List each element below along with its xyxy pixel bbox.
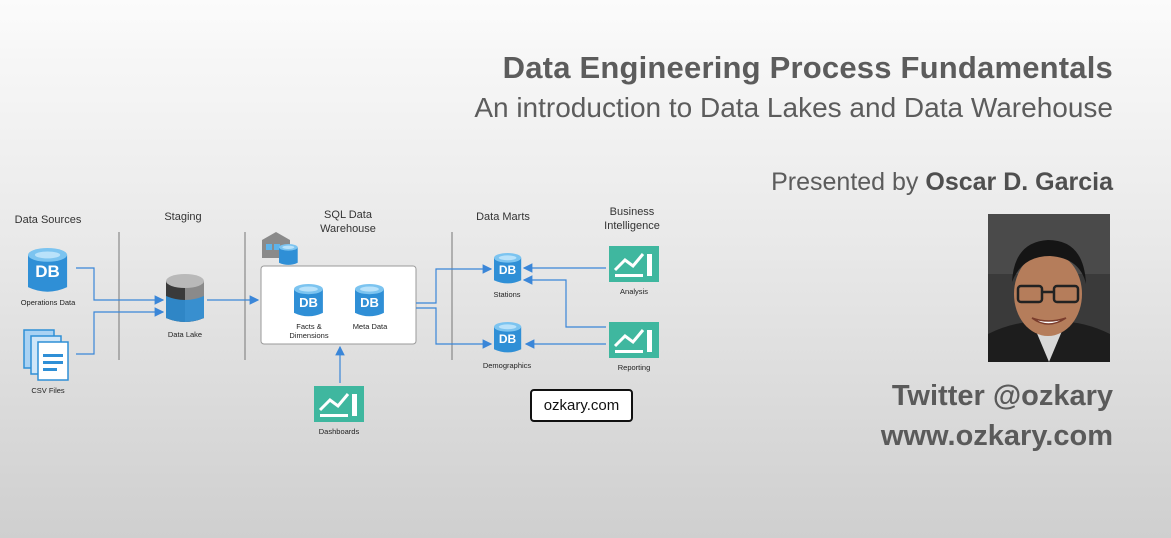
section-sql-dw-line2: Warehouse xyxy=(320,223,376,235)
section-staging: Staging xyxy=(164,211,202,223)
meta-data-label: Meta Data xyxy=(352,322,388,331)
csv-files-icon xyxy=(23,329,69,381)
presentation-subtitle: An introduction to Data Lakes and Data W… xyxy=(474,92,1113,123)
analysis-label: Analysis xyxy=(620,287,648,296)
section-bi-line1: Business xyxy=(609,206,655,218)
data-lake-icon xyxy=(166,274,204,322)
stations-label: Stations xyxy=(493,290,521,299)
presentation-title: Data Engineering Process Fundamentals xyxy=(502,50,1113,85)
presenter-name: Oscar D. Garcia xyxy=(925,168,1113,196)
dashboards-chart-icon xyxy=(312,384,366,424)
demographics-label: Demographics xyxy=(482,361,532,370)
warehouse-building-icon xyxy=(262,232,298,265)
architecture-diagram: DB DB DB DB DB Data Sources Staging SQL … xyxy=(14,206,661,436)
presenter-line: Presented by Oscar D. Garcia xyxy=(771,168,1113,197)
website-url[interactable]: www.ozkary.com xyxy=(880,420,1113,452)
section-data-sources: Data Sources xyxy=(14,214,82,226)
presenter-photo xyxy=(988,214,1110,362)
data-lake-label: Data Lake xyxy=(167,330,203,339)
ozkary-badge: ozkary.com xyxy=(530,389,633,422)
section-data-marts: Data Marts xyxy=(476,211,530,223)
dashboards-label: Dashboards xyxy=(318,427,360,436)
reporting-label: Reporting xyxy=(617,363,651,372)
presenter-prefix: Presented by xyxy=(771,168,926,196)
section-sql-dw-line1: SQL Data xyxy=(324,209,372,221)
db-label: DB xyxy=(299,295,318,310)
section-bi-line2: Intelligence xyxy=(604,220,660,232)
facts-dimensions-label-line1: Facts & xyxy=(296,322,322,331)
db-label: DB xyxy=(35,262,60,281)
flow-arrows xyxy=(76,263,606,383)
facts-dimensions-label-line2: Dimensions xyxy=(289,331,329,340)
analysis-chart-icon xyxy=(607,244,661,284)
db-label: DB xyxy=(360,295,379,310)
reporting-chart-icon xyxy=(607,320,661,360)
db-label: DB xyxy=(498,263,517,277)
db-label: DB xyxy=(498,332,517,346)
operations-data-label: Operations Data xyxy=(20,298,76,307)
twitter-handle: Twitter @ozkary xyxy=(891,380,1113,412)
csv-files-label: CSV Files xyxy=(31,386,65,395)
